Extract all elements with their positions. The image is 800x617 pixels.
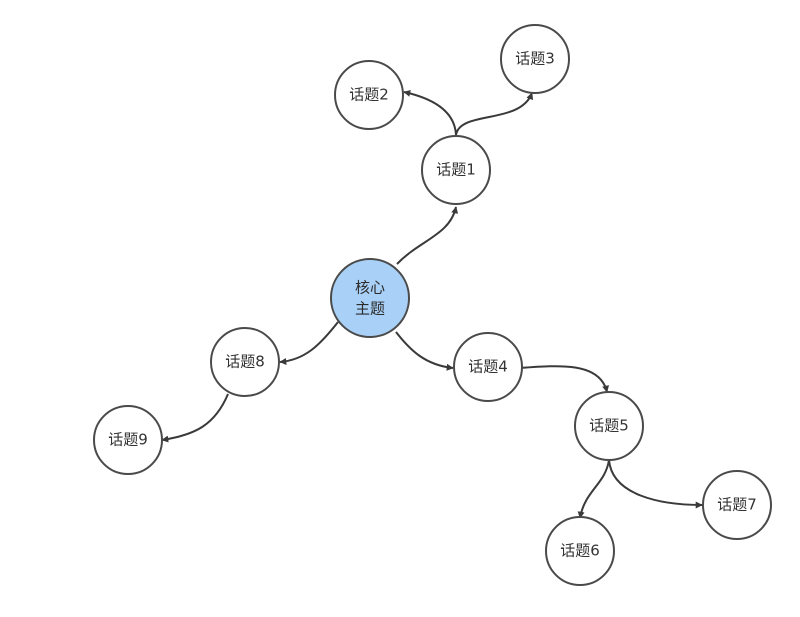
topic-4-label: 话题4 xyxy=(468,358,508,376)
topic-7-label: 话题7 xyxy=(717,496,757,514)
topic-2-label: 话题2 xyxy=(349,86,389,104)
edge-topic5-to-topic6 xyxy=(577,459,610,519)
topic-1-circle xyxy=(421,135,491,205)
topic-2-circle xyxy=(334,60,404,130)
topic-5-label: 话题5 xyxy=(589,417,629,435)
core-topic-label-line1: 核心 xyxy=(355,279,385,297)
topic-5-circle xyxy=(574,391,644,461)
core-topic-node[interactable]: 核心 主题 xyxy=(330,258,410,338)
topic-node-4[interactable]: 话题4 xyxy=(453,332,523,402)
topic-9-circle xyxy=(93,405,163,475)
topic-7-circle xyxy=(702,470,772,540)
topic-6-circle xyxy=(545,516,615,586)
topic-3-label: 话题3 xyxy=(515,50,555,68)
edge-core-to-topic1 xyxy=(396,206,459,265)
edge-topic4-to-topic5 xyxy=(519,365,609,393)
topic-3-circle xyxy=(500,24,570,94)
edge-core-to-topic4 xyxy=(395,331,454,371)
topic-node-1[interactable]: 话题1 xyxy=(421,135,491,205)
topic-8-label: 话题8 xyxy=(225,353,265,371)
topic-node-2[interactable]: 话题2 xyxy=(334,60,404,130)
topic-1-label: 话题1 xyxy=(436,161,476,179)
topic-8-circle xyxy=(210,327,280,397)
edge-topic1-to-topic3 xyxy=(455,92,534,136)
edges xyxy=(161,89,703,519)
topic-node-8[interactable]: 话题8 xyxy=(210,327,280,397)
topic-node-6[interactable]: 话题6 xyxy=(545,516,615,586)
topic-6-label: 话题6 xyxy=(560,542,600,560)
edge-topic1-to-topic2 xyxy=(403,89,457,136)
topic-node-5[interactable]: 话题5 xyxy=(574,391,644,461)
edge-core-to-topic8 xyxy=(279,321,339,365)
topic-node-3[interactable]: 话题3 xyxy=(500,24,570,94)
core-topic-label-line2: 主题 xyxy=(355,300,385,318)
topic-node-7[interactable]: 话题7 xyxy=(702,470,772,540)
topic-4-circle xyxy=(453,332,523,402)
topic-9-label: 话题9 xyxy=(108,431,148,449)
edge-topic8-to-topic9 xyxy=(161,393,229,443)
edge-topic5-to-topic7 xyxy=(608,459,703,509)
topic-node-9[interactable]: 话题9 xyxy=(93,405,163,475)
core-topic-circle xyxy=(330,258,410,338)
